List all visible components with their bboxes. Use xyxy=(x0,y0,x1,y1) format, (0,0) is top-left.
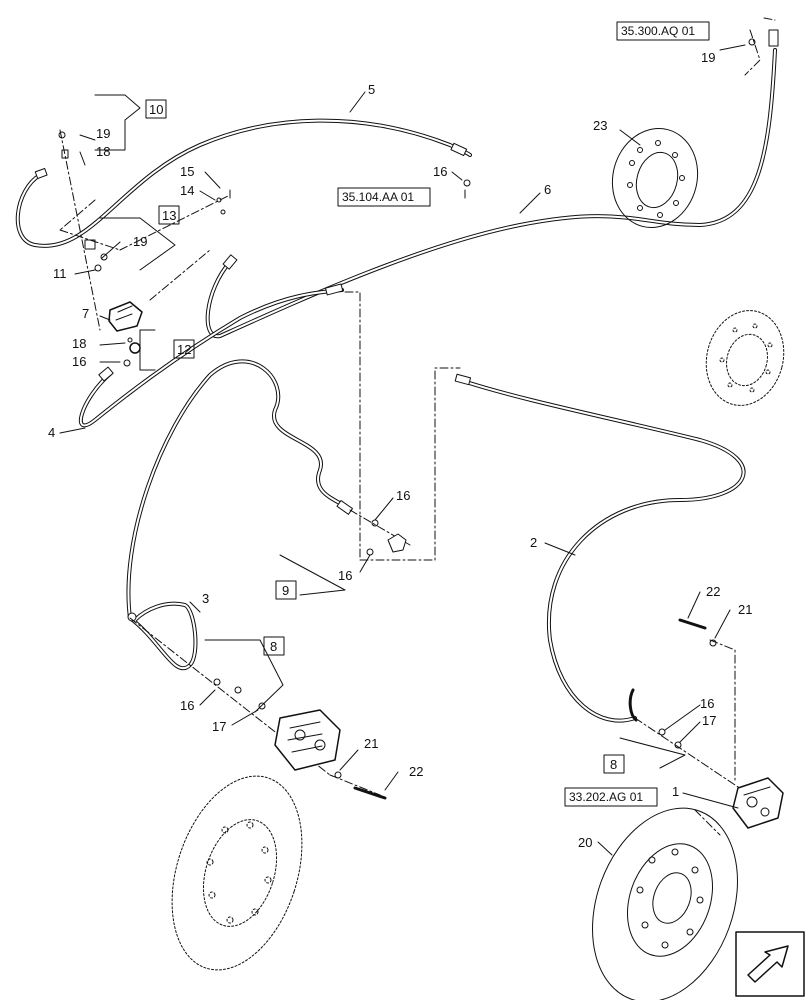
kit-box-9 xyxy=(275,580,297,600)
leader-lines xyxy=(59,44,746,856)
ref-box-33-202 xyxy=(564,787,658,807)
ref-box-35-300-label[interactable]: 35.300.AQ 01 xyxy=(621,24,695,38)
callout-6: 6 xyxy=(544,182,551,197)
callout-19-b: 19 xyxy=(133,234,147,249)
callout-5: 5 xyxy=(368,82,375,97)
callout-11: 11 xyxy=(53,266,67,281)
kit-brackets xyxy=(94,94,686,769)
callout-22-b: 22 xyxy=(706,584,720,599)
ref-box-35-300 xyxy=(616,21,710,41)
callout-22-a: 22 xyxy=(409,764,423,779)
assembly-centerlines xyxy=(59,17,776,836)
next-page-arrow-icon[interactable] xyxy=(735,931,805,997)
brake-caliper-right xyxy=(732,777,784,829)
kit-box-12 xyxy=(173,339,195,359)
callout-3: 3 xyxy=(202,591,209,606)
brake-line-6 xyxy=(205,29,779,339)
brake-caliper-left xyxy=(274,709,341,771)
callout-16-d: 16 xyxy=(338,568,352,583)
callout-4: 4 xyxy=(48,425,55,440)
brake-disc-phantom xyxy=(705,310,785,406)
fittings xyxy=(58,38,756,800)
brake-line-5 xyxy=(15,118,472,248)
callout-21-a: 21 xyxy=(364,736,378,751)
brake-line-2 xyxy=(454,373,746,723)
kit-box-8-right-label: 8 xyxy=(610,757,617,772)
callout-16-e: 16 xyxy=(180,698,194,713)
brake-line-3 xyxy=(126,359,353,671)
callout-23: 23 xyxy=(593,118,607,133)
kit-box-13-label: 13 xyxy=(162,208,176,223)
brake-disc-23 xyxy=(611,127,699,229)
callout-19-a: 19 xyxy=(96,126,110,141)
callout-16-f: 16 xyxy=(700,696,714,711)
brake-disc-20 xyxy=(592,807,738,1000)
callout-14: 14 xyxy=(180,183,194,198)
ref-box-35-104 xyxy=(337,187,431,207)
kit-box-8-left xyxy=(263,636,285,656)
callout-17-a: 17 xyxy=(212,719,226,734)
callout-2: 2 xyxy=(530,535,537,550)
kit-box-10 xyxy=(145,99,167,119)
kit-box-8-left-label: 8 xyxy=(270,639,277,654)
callout-16-b: 16 xyxy=(433,164,447,179)
callout-16-a: 16 xyxy=(72,354,86,369)
brake-disc-left xyxy=(171,775,303,971)
callout-1: 1 xyxy=(672,784,679,799)
callout-19-c: 19 xyxy=(701,50,715,65)
ref-box-33-202-label[interactable]: 33.202.AG 01 xyxy=(569,790,643,804)
brake-line-4 xyxy=(78,283,344,428)
kit-box-13 xyxy=(158,205,180,225)
callout-18-a: 18 xyxy=(96,144,110,159)
kit-box-10-label: 10 xyxy=(149,102,163,117)
kit-box-12-label: 12 xyxy=(177,342,191,357)
callout-18-b: 18 xyxy=(72,336,86,351)
kit-box-9-label: 9 xyxy=(282,583,289,598)
kit-box-8-right xyxy=(603,754,625,774)
callout-20: 20 xyxy=(578,835,592,850)
callout-7: 7 xyxy=(82,306,89,321)
callout-16-c: 16 xyxy=(396,488,410,503)
callout-15: 15 xyxy=(180,164,194,179)
ref-box-35-104-label[interactable]: 35.104.AA 01 xyxy=(342,190,414,204)
callout-17-b: 17 xyxy=(702,713,716,728)
callout-21-b: 21 xyxy=(738,602,752,617)
